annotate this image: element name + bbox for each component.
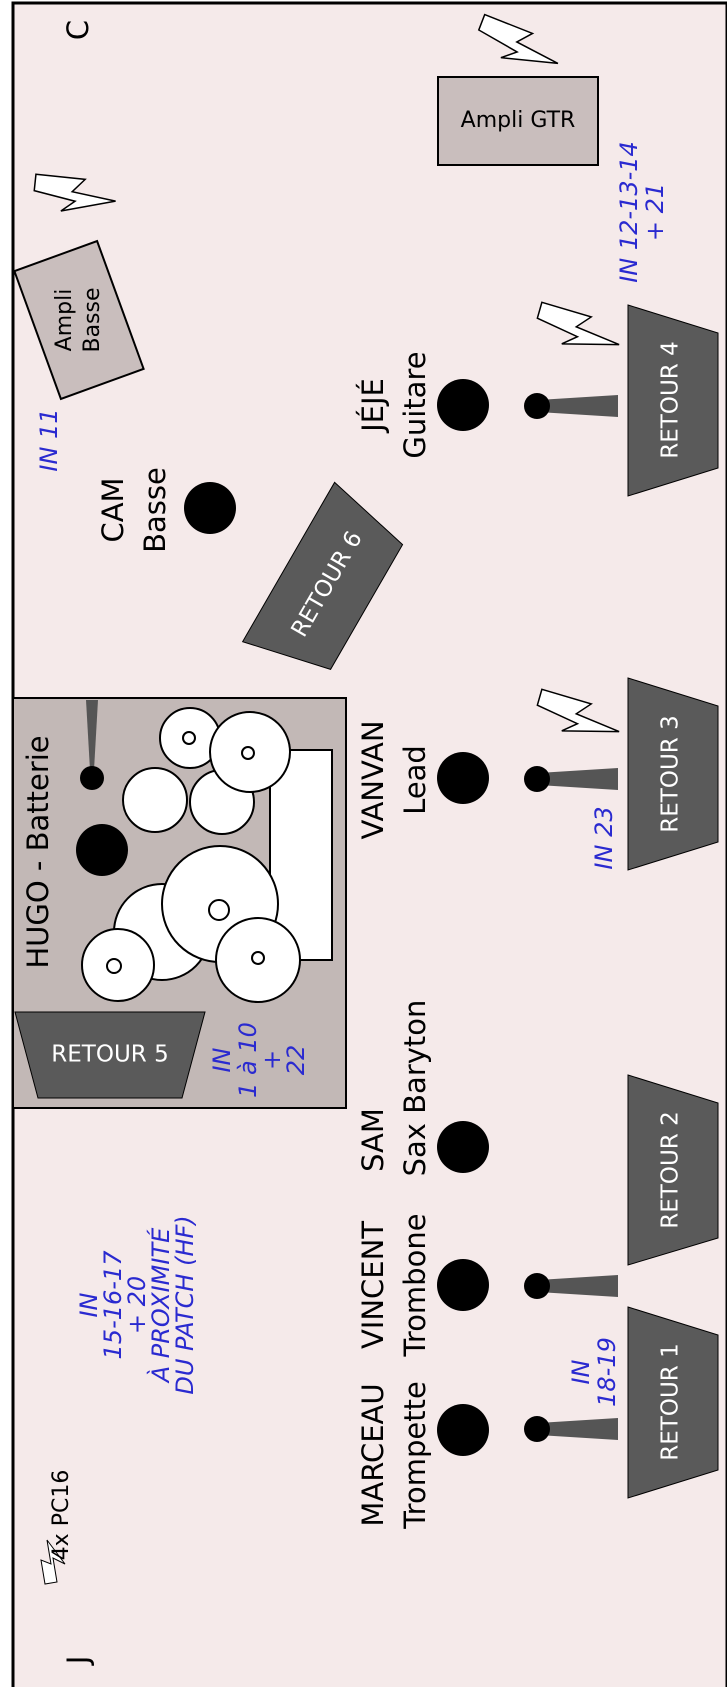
- lead-input-label: IN 23: [590, 806, 618, 869]
- svg-text:IN 12-13-14: IN 12-13-14: [615, 141, 643, 283]
- mic-stand-vanvan: [524, 766, 618, 792]
- musician-cam: CAM Basse: [96, 467, 236, 553]
- monitor-retour-1: RETOUR 1: [627, 1306, 719, 1499]
- svg-text:MARCEAU: MARCEAU: [356, 1383, 390, 1526]
- bass-amp: Ampli Basse: [13, 239, 145, 401]
- monitor-retour-3: RETOUR 3: [627, 677, 719, 871]
- svg-text:IN: IN: [567, 1359, 595, 1384]
- guitar-amp-power-icon: [477, 13, 559, 65]
- musician-jeje: JÉJÉ Guitare: [356, 351, 489, 459]
- drums-label: HUGO - Batterie: [21, 735, 55, 968]
- svg-text:RETOUR 5: RETOUR 5: [51, 1042, 168, 1068]
- svg-text:IN: IN: [208, 1047, 236, 1072]
- svg-text:22: 22: [282, 1045, 310, 1076]
- svg-text:+ 20: + 20: [123, 1276, 151, 1334]
- musician-vanvan: VANVAN Lead: [356, 720, 489, 840]
- svg-text:Sax Baryton: Sax Baryton: [398, 1000, 432, 1177]
- svg-text:Basse: Basse: [138, 467, 172, 553]
- monitor-retour-4: RETOUR 4: [627, 304, 719, 497]
- svg-text:15-16-17: 15-16-17: [99, 1250, 127, 1360]
- drummer-position: [76, 824, 128, 876]
- svg-text:SAM: SAM: [356, 1108, 390, 1172]
- power-count: 4x PC16: [49, 1470, 74, 1561]
- svg-text:18-19: 18-19: [593, 1337, 621, 1407]
- svg-text:À PROXIMITÉ: À PROXIMITÉ: [146, 1227, 175, 1384]
- drum-inputs-label: IN 1 à 10 + 22: [208, 1022, 310, 1098]
- mic-stand-vincent: [524, 1273, 618, 1299]
- svg-text:VINCENT: VINCENT: [356, 1221, 390, 1349]
- svg-text:Basse: Basse: [80, 287, 105, 352]
- svg-text:Trompette: Trompette: [398, 1381, 432, 1530]
- jeje-power-icon: [536, 301, 620, 346]
- svg-text:RETOUR 2: RETOUR 2: [658, 1111, 684, 1228]
- svg-text:Guitare: Guitare: [398, 351, 432, 458]
- hf-input-label: IN 15-16-17 + 20 À PROXIMITÉ DU PATCH (H…: [75, 1215, 199, 1394]
- svg-text:1 à 10: 1 à 10: [234, 1022, 262, 1098]
- musician-sam: SAM Sax Baryton: [356, 1000, 489, 1177]
- svg-text:RETOUR 3: RETOUR 3: [658, 715, 684, 832]
- drum-mic: [80, 700, 104, 790]
- guitar-input-label: IN 12-13-14 + 21: [615, 141, 669, 283]
- vanvan-power-icon: [536, 688, 620, 733]
- svg-text:Ampli GTR: Ampli GTR: [461, 108, 576, 133]
- svg-text:RETOUR 1: RETOUR 1: [658, 1343, 684, 1460]
- svg-text:+: +: [258, 1050, 286, 1070]
- svg-text:Trombone: Trombone: [398, 1213, 432, 1357]
- mic-stand-jeje: [524, 393, 618, 419]
- svg-text:+ 21: + 21: [641, 183, 669, 241]
- svg-text:Ampli: Ampli: [52, 289, 77, 352]
- bass-amp-power-icon: [33, 173, 116, 212]
- guitar-amp: Ampli GTR: [437, 76, 599, 166]
- monitor-retour-6: RETOUR 6: [241, 481, 404, 670]
- svg-text:IN: IN: [75, 1292, 103, 1317]
- svg-text:Lead: Lead: [398, 745, 432, 815]
- musician-marceau: MARCEAU Trompette: [356, 1381, 489, 1530]
- horns-input-label: IN 18-19: [567, 1337, 621, 1407]
- mic-stand-marceau: [524, 1416, 618, 1442]
- svg-text:DU PATCH (HF): DU PATCH (HF): [171, 1215, 199, 1394]
- svg-text:VANVAN: VANVAN: [356, 720, 390, 839]
- power-bolt-icon: [40, 1539, 66, 1585]
- bass-input-label: IN 11: [35, 408, 63, 471]
- drum-kit: [81, 707, 333, 1003]
- monitor-retour-5: RETOUR 5: [14, 1011, 206, 1099]
- jardin-label: J: [61, 1656, 95, 1667]
- cour-label: C: [61, 20, 95, 40]
- svg-text:RETOUR 4: RETOUR 4: [658, 341, 684, 458]
- musician-vincent: VINCENT Trombone: [356, 1213, 489, 1358]
- svg-text:CAM: CAM: [96, 477, 130, 542]
- monitor-retour-2: RETOUR 2: [627, 1074, 719, 1266]
- svg-text:JÉJÉ: JÉJÉ: [356, 378, 390, 434]
